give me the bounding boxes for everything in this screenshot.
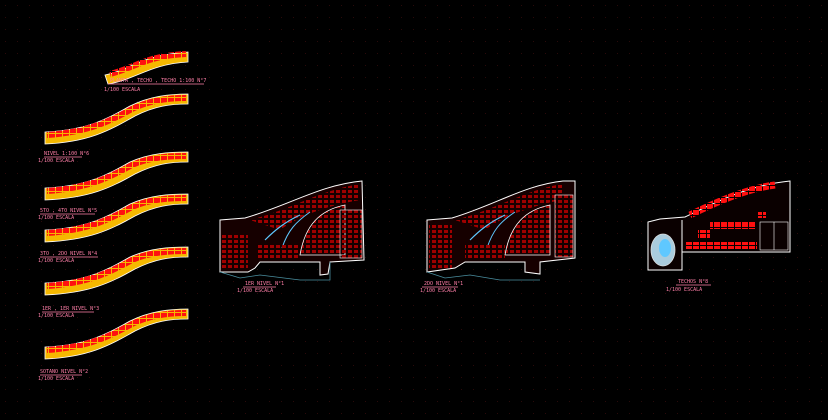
floor-plan-1: 1ER NIVEL N°1 1/100 ESCALA bbox=[219, 180, 365, 294]
floor-plan-roof: TECHOS N°8 1/100 ESCALA bbox=[647, 180, 791, 293]
strip-scale: 1/100 ESCALA bbox=[38, 376, 74, 382]
strip-title: 1ER , 1ER NIVEL N°3 bbox=[42, 306, 99, 312]
strip-3 bbox=[44, 151, 189, 201]
strip-title: SOTANO NIVEL N°2 bbox=[40, 369, 88, 375]
strip-title: PLANTA , TECHO , TECHO 1:100 N°7 bbox=[110, 78, 206, 84]
plan-scale: 1/100 ESCALA bbox=[420, 288, 456, 294]
plan-scale: 1/100 ESCALA bbox=[666, 287, 702, 293]
strip-1 bbox=[104, 51, 189, 85]
strip-scale: 1/100 ESCALA bbox=[38, 313, 74, 319]
strip-scale: 1/100 ESCALA bbox=[104, 87, 140, 93]
strip-title: NIVEL 1:100 N°6 bbox=[44, 151, 89, 157]
strip-scale: 1/100 ESCALA bbox=[38, 258, 74, 264]
plan-title: TECHOS N°8 bbox=[678, 279, 708, 285]
strip-6 bbox=[44, 308, 189, 360]
strip-plans bbox=[44, 51, 189, 360]
plan-scale: 1/100 ESCALA bbox=[237, 288, 273, 294]
strip-title: 3TO , 2DO NIVEL N°4 bbox=[40, 251, 97, 257]
strip-title: 5TO , 4TO NIVEL N°5 bbox=[40, 208, 97, 214]
strip-5 bbox=[44, 246, 189, 296]
strip-scale: 1/100 ESCALA bbox=[38, 215, 74, 221]
strip-4 bbox=[44, 193, 189, 243]
strip-scale: 1/100 ESCALA bbox=[38, 158, 74, 164]
strip-2 bbox=[44, 93, 189, 145]
floor-plan-2: 2DO NIVEL N°1 1/100 ESCALA bbox=[420, 180, 576, 294]
plan-title: 1ER NIVEL N°1 bbox=[245, 281, 284, 287]
plan-title: 2DO NIVEL N°1 bbox=[424, 281, 463, 287]
strip-labels: PLANTA , TECHO , TECHO 1:100 N°7 1/100 E… bbox=[38, 78, 206, 382]
